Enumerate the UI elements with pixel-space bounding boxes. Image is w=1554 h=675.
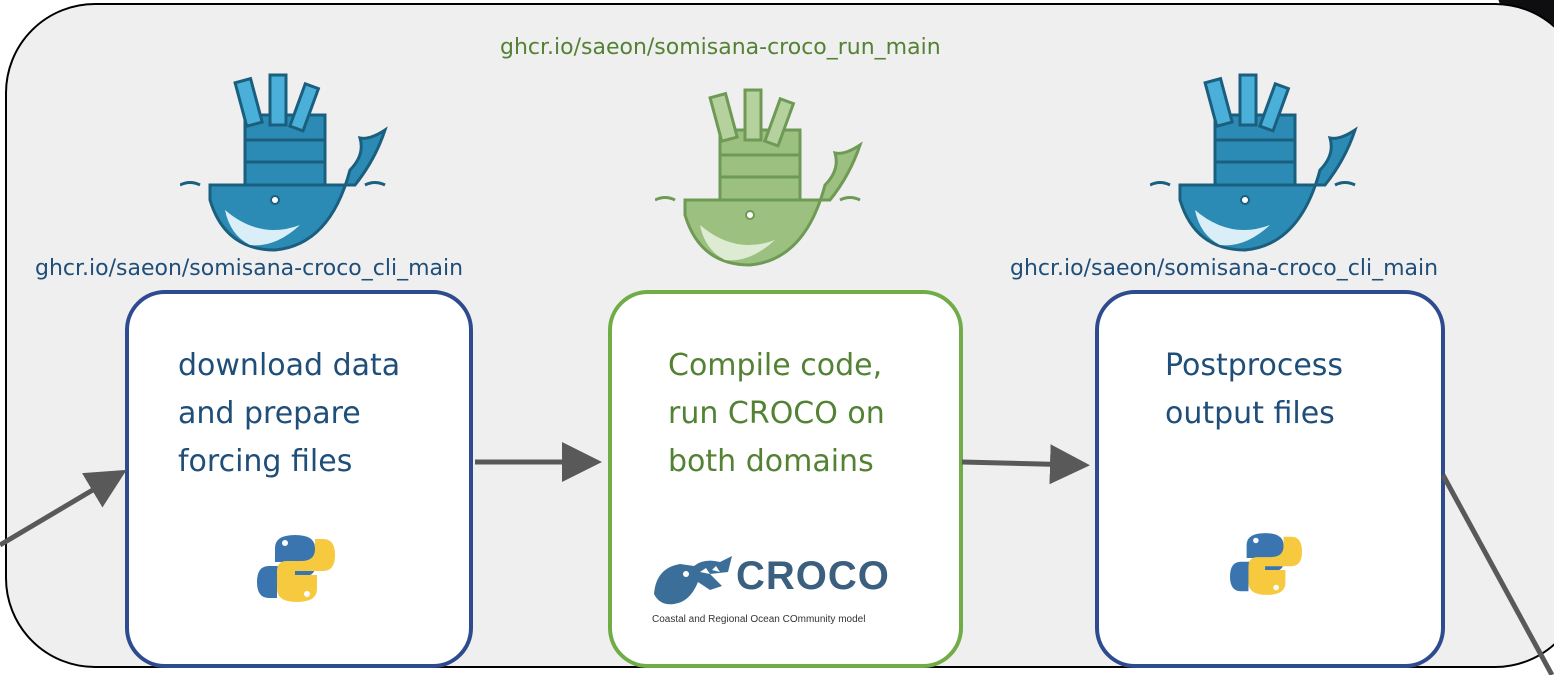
input-arrow bbox=[0, 469, 127, 548]
python-logo-tile-right bbox=[1215, 510, 1317, 618]
image-label-right: ghcr.io/saeon/somisana-croco_cli_main bbox=[1010, 256, 1439, 281]
image-label-center: ghcr.io/saeon/somisana-croco_run_main bbox=[500, 35, 941, 60]
python-logo-icon bbox=[1230, 533, 1302, 595]
output-arrow bbox=[1440, 473, 1554, 675]
step-text-postprocess: Postprocess output files bbox=[1165, 342, 1343, 438]
arrow-compile-to-postprocess bbox=[961, 444, 1090, 485]
step-line: download data bbox=[178, 348, 401, 383]
step-line: output files bbox=[1165, 396, 1335, 431]
step-line: both domains bbox=[668, 444, 874, 479]
croco-logo: CROCO Coastal and Regional Ocean COmmuni… bbox=[648, 540, 903, 640]
python-logo-icon bbox=[257, 535, 335, 602]
step-line: forcing files bbox=[178, 444, 353, 479]
croco-wordmark: CROCO bbox=[736, 554, 890, 598]
croco-subtitle: Coastal and Regional Ocean COmmunity mod… bbox=[652, 614, 866, 625]
docker-whale-icon-center bbox=[655, 88, 863, 267]
image-label-left: ghcr.io/saeon/somisana-croco_cli_main bbox=[35, 256, 464, 281]
step-text-download: download data and prepare forcing files bbox=[178, 342, 400, 486]
step-text-compile-run: Compile code, run CROCO on both domains bbox=[668, 342, 885, 486]
docker-whale-icon-right bbox=[1150, 73, 1358, 252]
step-line: and prepare bbox=[178, 396, 361, 431]
crocodile-icon bbox=[654, 556, 732, 605]
step-line: Postprocess bbox=[1165, 348, 1344, 383]
step-line: run CROCO on bbox=[668, 396, 885, 431]
docker-whale-icon-left bbox=[180, 73, 388, 252]
python-logo-tile-left bbox=[245, 510, 347, 627]
step-line: Compile code, bbox=[668, 348, 883, 383]
